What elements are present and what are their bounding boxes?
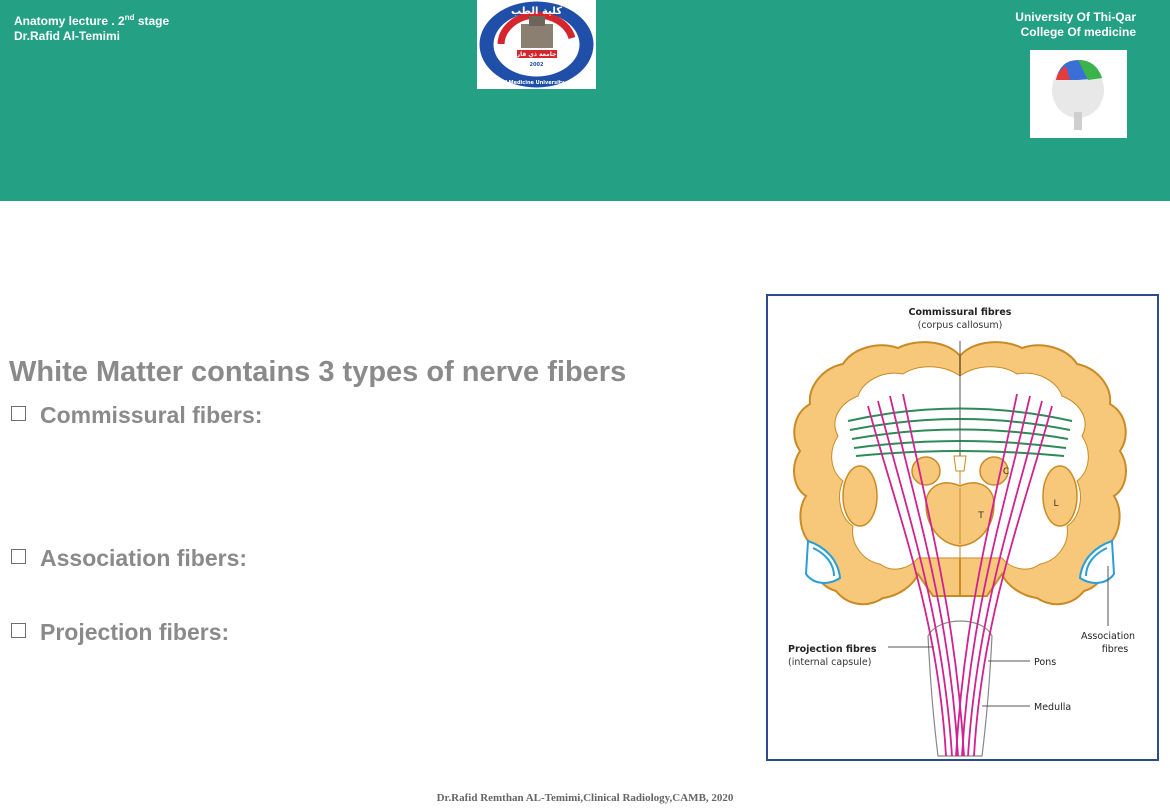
left-caudate [911, 456, 941, 486]
bullet-projection: Projection fibers: [11, 619, 229, 646]
label-thalamus: T [977, 511, 984, 521]
logo-year: 2002 [530, 62, 544, 68]
bullet-text: Projection fibers: [40, 619, 230, 645]
label-corpus-callosum: (corpus callosum) [918, 320, 1003, 331]
university-name: University Of Thi-Qar [1015, 10, 1136, 24]
label-internal-capsule: (internal capsule) [788, 657, 871, 668]
right-caudate [979, 456, 1009, 486]
lecture-title: Anatomy lecture . 2nd stage [14, 13, 170, 28]
label-pons: Pons [1034, 657, 1056, 668]
slide-heading: White Matter contains 3 types of nerve f… [9, 356, 627, 388]
right-association-area [1078, 539, 1116, 584]
label-projection-fibres: Projection fibres [788, 644, 877, 655]
label-caudate: C [1003, 467, 1009, 477]
label-association-line1: Association [1081, 631, 1135, 642]
footer-credit: Dr.Rafid Remthan AL-Temimi,Clinical Radi… [436, 792, 734, 804]
label-medulla: Medulla [1034, 702, 1071, 713]
college-logo: كلية الطب جامعة ذي قار 2002 College of M… [477, 0, 596, 89]
projection-fibres [867, 393, 1053, 757]
university-info: University Of Thi-Qar College Of medicin… [1015, 10, 1136, 40]
right-lentiform-nucleus [1042, 465, 1078, 527]
label-commissural-fibres: Commissural fibres [909, 307, 1012, 318]
college-name: College Of medicine [1020, 25, 1136, 39]
logo-arabic-university: جامعة ذي قار [516, 51, 557, 58]
brain-fibres-diagram: Commissural fibres (corpus callosum) Pro… [766, 294, 1159, 761]
lecture-info: Anatomy lecture . 2nd stage Dr.Rafid Al-… [14, 10, 169, 44]
bullet-text: Commissural fibers: [40, 402, 263, 428]
bullet-text: Association fibers: [40, 545, 248, 571]
label-lentiform: L [1053, 499, 1058, 509]
header-band: Anatomy lecture . 2nd stage Dr.Rafid Al-… [0, 0, 1170, 201]
lecturer-name: Dr.Rafid Al-Temimi [14, 29, 121, 43]
checkbox-bullet-icon [11, 406, 26, 421]
label-association-line2: fibres [1102, 644, 1129, 655]
checkbox-bullet-icon [11, 623, 26, 638]
bullet-commissural: Commissural fibers: [11, 402, 262, 429]
logo-ring-text: College of Medicine University of Thi-Qa… [479, 80, 595, 86]
checkbox-bullet-icon [11, 549, 26, 564]
logo-arabic-title: كلية الطب [511, 6, 562, 17]
brain-skull-image [1030, 50, 1127, 138]
left-lentiform-nucleus [842, 465, 878, 527]
bullet-association: Association fibers: [11, 545, 247, 572]
left-association-area [804, 539, 842, 584]
